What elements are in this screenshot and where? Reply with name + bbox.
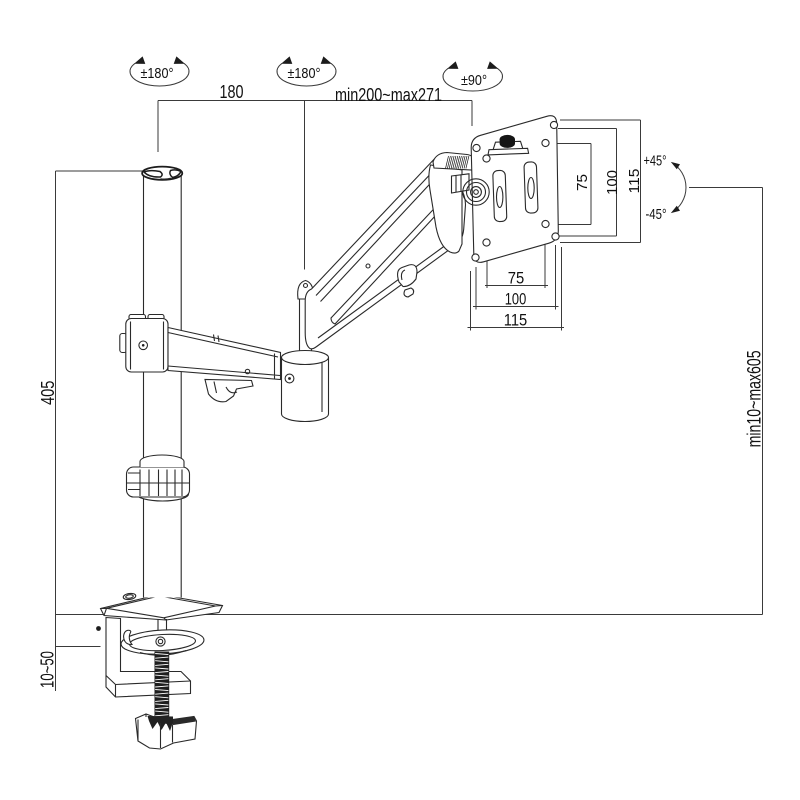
svg-text:10~50: 10~50 [38,651,58,688]
svg-text:405: 405 [38,381,58,406]
svg-text:-45°: -45° [646,206,667,223]
svg-text:115: 115 [626,169,643,194]
svg-text:min200~max271: min200~max271 [335,85,442,105]
svg-text:+45°: +45° [644,153,667,170]
svg-text:100: 100 [505,290,527,309]
svg-text:115: 115 [504,311,528,330]
svg-text:100: 100 [604,170,621,195]
svg-text:75: 75 [574,174,591,191]
svg-text:±90°: ±90° [461,72,487,89]
svg-text:±180°: ±180° [141,65,174,82]
svg-text:75: 75 [508,269,525,288]
svg-text:±180°: ±180° [288,65,321,82]
svg-text:180: 180 [220,82,244,102]
svg-text:min10~max605: min10~max605 [745,350,766,447]
